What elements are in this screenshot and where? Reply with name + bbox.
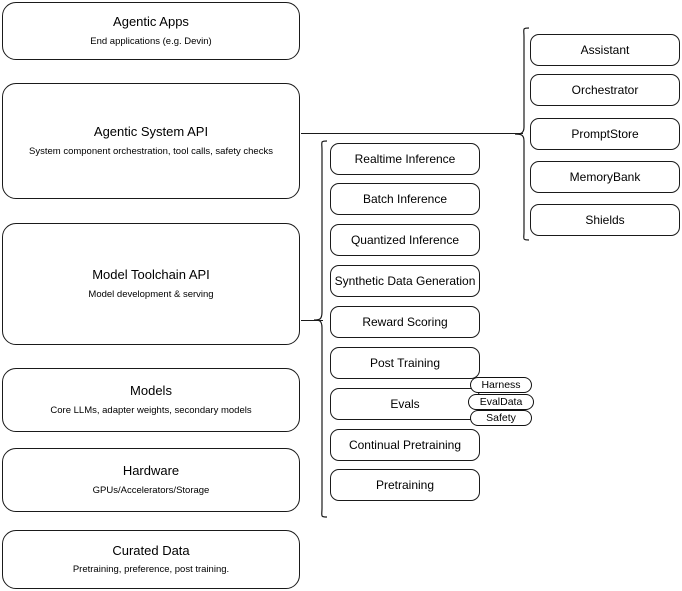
agentic-system-brace	[514, 27, 530, 241]
layer-hardware[interactable]: Hardware GPUs/Accelerators/Storage	[2, 448, 300, 512]
component-label: MemoryBank	[569, 169, 641, 184]
capability-quantized-inference[interactable]: Quantized Inference	[330, 224, 480, 256]
layer-subtitle: GPUs/Accelerators/Storage	[92, 484, 210, 496]
layer-title: Agentic Apps	[113, 14, 189, 30]
capability-post-training[interactable]: Post Training	[330, 347, 480, 379]
capability-realtime-inference[interactable]: Realtime Inference	[330, 143, 480, 175]
layer-title: Curated Data	[112, 542, 190, 558]
capability-label: Continual Pretraining	[348, 437, 462, 452]
layer-model-toolchain-api[interactable]: Model Toolchain API Model development & …	[2, 223, 300, 345]
layer-title: Model Toolchain API	[92, 267, 210, 283]
capability-synthetic-data-generation[interactable]: Synthetic Data Generation	[330, 265, 480, 297]
component-shields[interactable]: Shields	[530, 204, 680, 236]
component-label: Orchestrator	[571, 82, 639, 97]
component-assistant[interactable]: Assistant	[530, 34, 680, 66]
component-orchestrator[interactable]: Orchestrator	[530, 74, 680, 106]
pill-label: Safety	[486, 411, 516, 424]
capability-label: Evals	[390, 396, 420, 411]
evals-subcomponent-safety[interactable]: Safety	[470, 410, 532, 426]
component-memorybank[interactable]: MemoryBank	[530, 161, 680, 193]
component-promptstore[interactable]: PromptStore	[530, 118, 680, 150]
pill-label: EvalData	[479, 395, 523, 408]
layer-subtitle: Core LLMs, adapter weights, secondary mo…	[50, 404, 252, 416]
capability-batch-inference[interactable]: Batch Inference	[330, 183, 480, 215]
capability-label: Pretraining	[375, 477, 435, 492]
layer-subtitle: End applications (e.g. Devin)	[90, 35, 212, 47]
component-label: PromptStore	[571, 126, 639, 141]
capability-label: Reward Scoring	[362, 314, 448, 329]
pill-label: Harness	[481, 378, 521, 391]
evals-subcomponent-evaldata[interactable]: EvalData	[468, 394, 534, 410]
layer-title: Models	[130, 383, 172, 399]
layer-curated-data[interactable]: Curated Data Pretraining, preference, po…	[2, 530, 300, 589]
capability-reward-scoring[interactable]: Reward Scoring	[330, 306, 480, 338]
component-label: Shields	[585, 212, 625, 227]
toolchain-brace	[313, 140, 328, 518]
capability-label: Post Training	[369, 355, 441, 370]
connector-toolchain-to-components	[301, 320, 323, 321]
layer-agentic-apps[interactable]: Agentic Apps End applications (e.g. Devi…	[2, 2, 300, 60]
capability-label: Batch Inference	[362, 191, 448, 206]
capability-label: Synthetic Data Generation	[334, 273, 476, 288]
layer-subtitle: System component orchestration, tool cal…	[29, 145, 273, 157]
capability-label: Quantized Inference	[350, 232, 460, 247]
connector-agentic-system-to-components	[301, 133, 523, 134]
layer-subtitle: Pretraining, preference, post training.	[72, 564, 230, 576]
capability-evals[interactable]: Evals	[330, 388, 480, 420]
layer-title: Agentic System API	[93, 124, 209, 140]
capability-pretraining[interactable]: Pretraining	[330, 469, 480, 501]
layer-subtitle: Model development & serving	[88, 288, 214, 300]
layer-models[interactable]: Models Core LLMs, adapter weights, secon…	[2, 368, 300, 432]
layer-agentic-system-api[interactable]: Agentic System API System component orch…	[2, 83, 300, 199]
capability-continual-pretraining[interactable]: Continual Pretraining	[330, 429, 480, 461]
layer-title: Hardware	[122, 463, 180, 479]
evals-subcomponent-harness[interactable]: Harness	[470, 377, 532, 393]
capability-label: Realtime Inference	[354, 151, 456, 166]
component-label: Assistant	[580, 42, 630, 57]
